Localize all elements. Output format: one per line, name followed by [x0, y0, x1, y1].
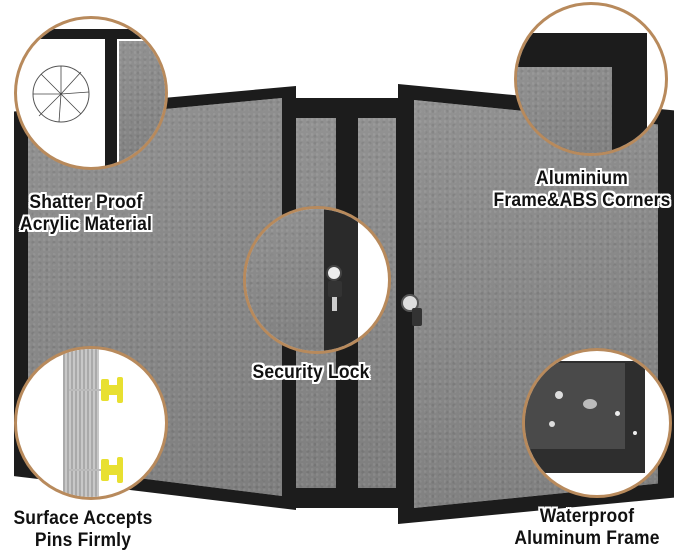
callout-aluminium-frame — [514, 2, 668, 156]
label-shatter-proof: Shatter Proof Acrylic Material — [19, 192, 153, 235]
water-drops-icon — [555, 391, 563, 399]
push-pin-icon — [69, 389, 103, 391]
label-waterproof: Waterproof Aluminum Frame — [514, 506, 660, 549]
door-lock-icon[interactable] — [401, 294, 419, 312]
key-icon — [412, 308, 422, 326]
push-pin-icon — [69, 469, 103, 471]
cracked-glass-icon — [32, 65, 90, 123]
label-security-lock: Security Lock — [252, 362, 370, 383]
callout-security-lock — [243, 206, 391, 354]
callout-waterproof — [522, 348, 672, 498]
callout-pins — [14, 346, 168, 500]
callout-shatter-proof — [14, 16, 168, 170]
label-aluminium-frame: Aluminium Frame&ABS Corners — [493, 168, 671, 211]
label-pins: Surface Accepts Pins Firmly — [13, 508, 153, 551]
lock-key-icon — [326, 265, 342, 281]
